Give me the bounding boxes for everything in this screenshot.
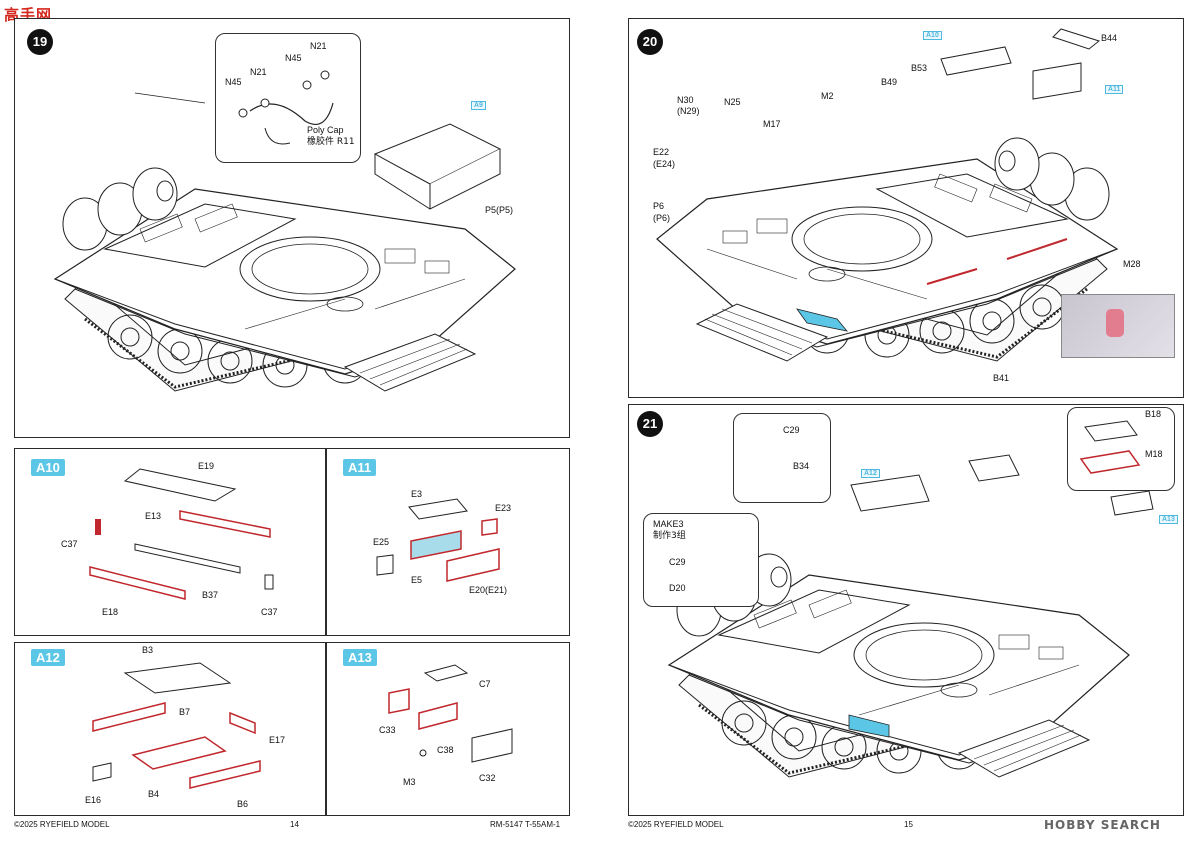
- part-label: E3: [411, 489, 423, 499]
- part-label: C33: [379, 725, 396, 735]
- part-label: B18: [1145, 409, 1162, 419]
- a9-part-drawing: [373, 123, 502, 210]
- watermark-logo: HOBBY SEARCH: [1040, 816, 1165, 832]
- a10-panel: A10 E19 E13 C37 B37 C37 E18: [14, 448, 326, 636]
- a11-panel: A11 E3 E23 E25 E5 E20(E21): [326, 448, 570, 636]
- part-label: M2: [821, 91, 834, 101]
- step-number: 19: [27, 29, 53, 55]
- part-label: E5: [411, 575, 423, 585]
- part-label: B3: [142, 645, 154, 655]
- tank-illustration: [655, 136, 1119, 363]
- part-label: E22: [653, 147, 670, 157]
- assembly-badge: A12: [861, 469, 880, 478]
- part-label: E16: [85, 795, 102, 805]
- assembly-badge: A12: [31, 649, 65, 666]
- part-label: B7: [179, 707, 191, 717]
- part-label: E20(E21): [469, 585, 508, 595]
- part-label: N30: [677, 95, 694, 105]
- part-label: B49: [881, 77, 898, 87]
- tank-illustration: [667, 552, 1131, 779]
- step-number: 21: [637, 411, 663, 437]
- part-label: E19: [198, 461, 215, 471]
- poly-cap-drawing: [134, 70, 334, 145]
- part-label: M3: [403, 777, 416, 787]
- part-label: C37: [61, 539, 78, 549]
- part-label: B53: [911, 63, 928, 73]
- footer-page-number: 14: [290, 820, 299, 829]
- part-label: N25: [724, 97, 741, 107]
- part-label: N45: [225, 77, 242, 87]
- footer-page-number: 15: [904, 820, 913, 829]
- part-label: C38: [437, 745, 454, 755]
- watermark-text: HOBBY SEARCH: [1044, 818, 1161, 832]
- make-title-cn: 制作3组: [653, 531, 686, 541]
- part-label: E13: [145, 511, 162, 521]
- part-label: (N29): [677, 106, 700, 116]
- step-20-panel: 20 A10 A11 B44 B53 B49 M2 N30 (N29) N25 …: [628, 18, 1184, 398]
- step-19-panel: 19 N21 N45 N21 N45 Poly Cap 橡胶件 R11 A9 P…: [14, 18, 570, 438]
- part-label: N21: [310, 41, 327, 51]
- a10-drawing: [89, 468, 274, 600]
- part-label: E18: [102, 607, 119, 617]
- make-title: MAKE3: [653, 519, 684, 529]
- box-callout: [1067, 407, 1175, 491]
- step-number: 20: [637, 29, 663, 55]
- part-label: M17: [763, 119, 781, 129]
- parts-callout: [733, 413, 831, 503]
- box-drawing: [1079, 420, 1141, 474]
- part-label: C29: [669, 557, 686, 567]
- part-label: M28: [1123, 259, 1141, 269]
- part-label: B41: [993, 373, 1010, 383]
- assembly-badge: A11: [343, 459, 377, 476]
- part-label: B34: [793, 461, 810, 471]
- assembly-badge: A11: [1105, 85, 1124, 94]
- part-label: E25: [373, 537, 390, 547]
- assembly-badge: A13: [1159, 515, 1178, 524]
- assembly-badge: A13: [343, 649, 377, 666]
- part-label: B4: [148, 789, 160, 799]
- assembly-badge: A10: [923, 31, 942, 40]
- part-label: P5(P5): [485, 205, 514, 215]
- part-label: D20: [669, 583, 686, 593]
- part-label: C7: [479, 679, 491, 689]
- part-label: (P6): [653, 213, 671, 223]
- a12-drawing: [92, 662, 261, 789]
- storage-box-drawings: [940, 28, 1101, 100]
- step-21-panel: 21 C29 B34 B18 M18 A12 A13 MAKE3 制作3组 C2…: [628, 404, 1184, 816]
- footer-product-code: RM-5147 T-55AM-1: [490, 820, 561, 829]
- part-label: B44: [1101, 33, 1118, 43]
- poly-cap-label: Poly Cap: [307, 125, 344, 135]
- part-label: C32: [479, 773, 496, 783]
- assembly-badge: A9: [471, 101, 486, 110]
- part-label: (E24): [653, 159, 676, 169]
- footer-copyright: ©2025 RYEFIELD MODEL: [628, 820, 724, 829]
- part-label: M18: [1145, 449, 1163, 459]
- footer-copyright: ©2025 RYEFIELD MODEL: [14, 820, 110, 829]
- part-label: B37: [202, 590, 219, 600]
- poly-cap-cn-label: 橡胶件 R11: [307, 137, 355, 147]
- part-label: C29: [783, 425, 800, 435]
- highlighted-part: [1106, 309, 1124, 337]
- a11-drawing: [376, 498, 500, 582]
- assembly-drawings: [850, 454, 1154, 516]
- part-label: P6: [653, 201, 665, 211]
- make-callout: [643, 513, 759, 607]
- part-label: E23: [495, 503, 512, 513]
- a13-drawing: [388, 664, 513, 763]
- part-label: N45: [285, 53, 302, 63]
- part-label: N21: [250, 67, 267, 77]
- reference-photo: [1061, 294, 1175, 358]
- part-label: B6: [237, 799, 249, 809]
- assembly-badge: A10: [31, 459, 65, 476]
- part-label: C37: [261, 607, 278, 617]
- part-label: E17: [269, 735, 286, 745]
- poly-cap-callout: [215, 33, 361, 163]
- a12-panel: A12 B3 B7 E17 E16 B4 B6: [14, 642, 326, 816]
- a13-panel: A13 C7 C33 C38 M3 C32: [326, 642, 570, 816]
